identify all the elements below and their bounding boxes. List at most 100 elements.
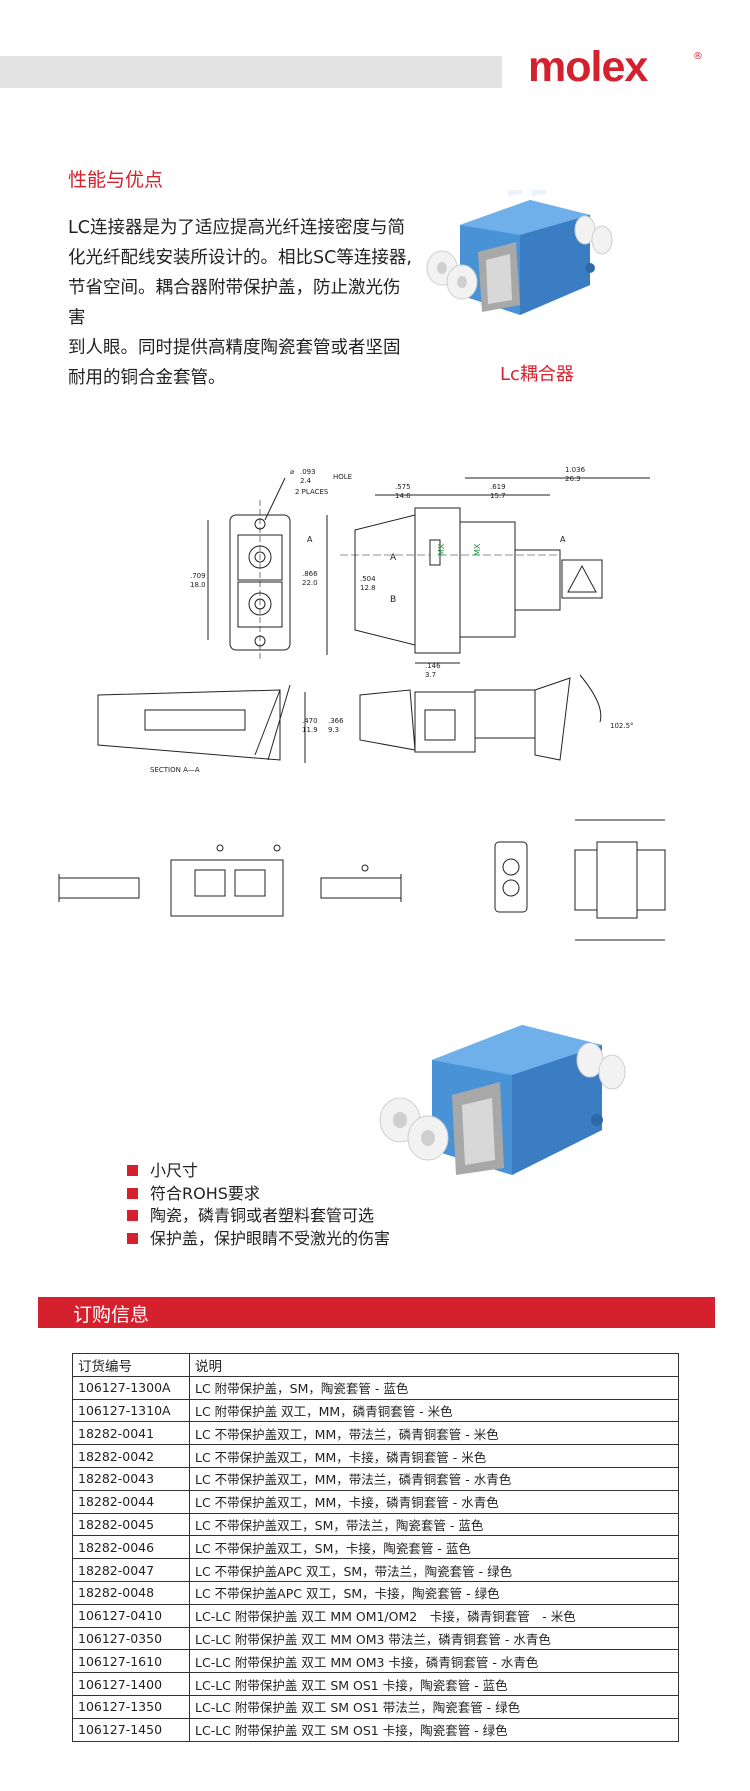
header-description: 说明 (189, 1353, 679, 1377)
part-number-cell: 18282-0042 (72, 1444, 190, 1468)
svg-text:26.3: 26.3 (565, 475, 581, 483)
intro-line: 耐用的铜合金套管。 (68, 368, 226, 388)
svg-text:A: A (390, 553, 397, 563)
svg-text:11.9: 11.9 (302, 726, 318, 734)
bullet-item: 陶瓷，磷青铜或者塑料套管可选 (127, 1205, 390, 1228)
svg-text:A: A (560, 535, 566, 544)
svg-text:.093: .093 (300, 468, 316, 476)
svg-text:18.0: 18.0 (190, 581, 206, 589)
description-cell: LC 附带保护盖，SM，陶瓷套管 - 蓝色 (189, 1375, 679, 1400)
intro-line: 节省空间。耦合器附带保护盖，防止激光伤害 (68, 278, 401, 328)
header-part-number: 订货编号 (72, 1353, 190, 1377)
svg-text:.504: .504 (360, 575, 376, 583)
intro-line: LC连接器是为了适应提高光纤连接密度与简 (68, 218, 405, 238)
svg-text:⌀: ⌀ (290, 468, 294, 476)
part-number-cell: 106127-1350 (72, 1694, 190, 1719)
part-number-cell: 106127-1310A (72, 1398, 190, 1423)
svg-text:.470: .470 (302, 717, 318, 725)
molex-logo: molex (528, 43, 648, 91)
intro-line: 化光纤配线安装所设计的。相比SC等连接器, (68, 248, 412, 268)
intro-line: 到人眼。同时提供高精度陶瓷套管或者坚固 (68, 338, 401, 358)
svg-text:102.5°: 102.5° (610, 722, 634, 730)
table-header-row: 订货编号 说明 (72, 1353, 679, 1377)
description-cell: LC 不带保护盖双工，MM，卡接，磷青铜套管 - 米色 (189, 1444, 679, 1468)
description-cell: LC-LC 附带保护盖 双工 MM OM3 卡接，磷青铜套管 - 水青色 (189, 1649, 679, 1674)
svg-text:12.8: 12.8 (360, 584, 376, 592)
lc-coupler-photo (426, 190, 613, 315)
description-cell: LC 不带保护盖双工，MM，卡接，磷青铜套管 - 水青色 (189, 1489, 679, 1514)
part-number-cell: 18282-0046 (72, 1535, 190, 1560)
order-banner (38, 1297, 715, 1328)
svg-text:.866: .866 (302, 570, 318, 578)
svg-text:.146: .146 (425, 662, 441, 670)
svg-text:.366: .366 (328, 717, 344, 725)
part-number-cell: 18282-0041 (72, 1421, 190, 1446)
profile-view (359, 689, 416, 751)
svg-text:.619: .619 (490, 483, 506, 491)
bullet-item: 小尺寸 (127, 1160, 390, 1183)
description-cell: LC 不带保护盖双工，SM，卡接，陶瓷套管 - 蓝色 (189, 1535, 679, 1560)
description-cell: LC-LC 附带保护盖 双工 SM OS1 带法兰，陶瓷套管 - 绿色 (189, 1694, 679, 1719)
bullet-square-icon (127, 1210, 138, 1221)
ferrule-right (320, 877, 402, 899)
section-view (97, 689, 281, 761)
svg-text:3.7: 3.7 (425, 671, 436, 679)
description-cell: LC 不带保护盖双工，MM，带法兰，磷青铜套管 - 米色 (189, 1421, 679, 1446)
part-number-cell: 18282-0044 (72, 1489, 190, 1514)
bullet-square-icon (127, 1187, 138, 1199)
part-number-cell: 106127-1300A (72, 1375, 190, 1400)
ferrule-left (58, 877, 140, 899)
svg-text:9.3: 9.3 (328, 726, 339, 734)
part-number-cell: 106127-0350 (72, 1626, 190, 1651)
description-cell: LC 不带保护盖双工，MM，带法兰，磷青铜套管 - 水青色 (189, 1466, 679, 1491)
svg-text:15.7: 15.7 (490, 492, 506, 500)
part-number-cell: 106127-0410 (72, 1603, 190, 1628)
svg-text:1.036: 1.036 (565, 466, 586, 474)
bullet-square-icon (127, 1165, 138, 1176)
registered-mark: ® (693, 51, 703, 62)
svg-text:2 PLACES: 2 PLACES (295, 488, 329, 496)
svg-text:MX: MX (437, 543, 446, 556)
svg-text:A: A (307, 535, 313, 544)
small-side-view (574, 849, 598, 911)
description-cell: LC 附带保护盖 双工，MM，磷青铜套管 - 米色 (189, 1398, 679, 1423)
feature-bullets: 小尺寸 符合ROHS要求 陶瓷，磷青铜或者塑料套管可选 保护盖，保护眼睛不受激光… (127, 1160, 390, 1251)
description-cell: LC-LC 附带保护盖 双工 MM OM3 带法兰，磷青铜套管 - 水青色 (189, 1626, 679, 1651)
bullet-item: 保护盖，保护眼睛不受激光的伤害 (127, 1228, 390, 1251)
part-number-cell: 18282-0047 (72, 1558, 190, 1582)
small-front-view (494, 841, 528, 913)
svg-text:SECTION A—A: SECTION A—A (150, 766, 200, 774)
description-cell: LC-LC 附带保护盖 双工 MM OM1/OM2 卡接，磷青铜套管 - 米色 (189, 1603, 679, 1628)
description-cell: LC 不带保护盖APC 双工，SM，卡接，陶瓷套管 - 绿色 (189, 1580, 679, 1605)
technical-drawing: ⌀ .093 2.4 HOLE 2 PLACES .709 18.0 .866 … (97, 466, 650, 774)
header-gray-bar (0, 56, 502, 88)
svg-text:HOLE: HOLE (333, 473, 352, 481)
part-number-cell: 18282-0048 (72, 1580, 190, 1605)
bullet-square-icon (127, 1232, 138, 1244)
coupler-body-part (170, 859, 284, 917)
part-number-cell: 106127-1400 (72, 1672, 190, 1696)
features-intro: LC连接器是为了适应提高光纤连接密度与简 化光纤配线安装所设计的。相比SC等连接… (68, 213, 413, 393)
bullet-item: 符合ROHS要求 (127, 1183, 390, 1206)
order-title: 订购信息 (73, 1304, 150, 1326)
svg-text:MX: MX (473, 543, 482, 556)
features-title: 性能与优点 (68, 169, 164, 191)
svg-text:.575: .575 (395, 483, 411, 491)
svg-text:.709: .709 (190, 572, 206, 580)
part-number-cell: 18282-0043 (72, 1466, 190, 1491)
